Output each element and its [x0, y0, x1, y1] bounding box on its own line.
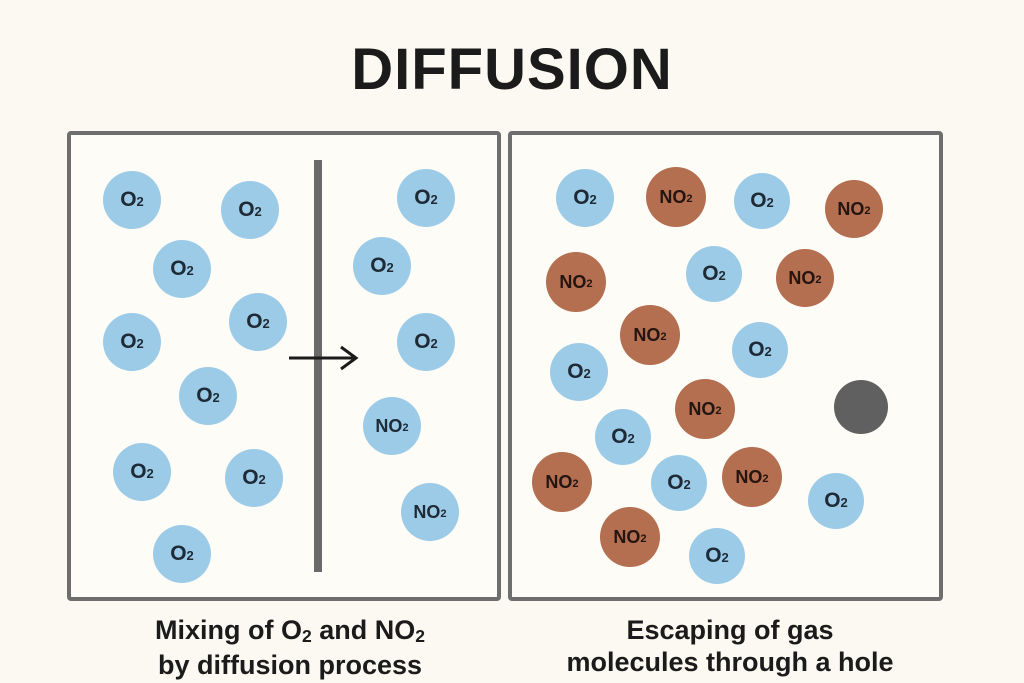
mixing-caption: Mixing of O2 and NO2 by diffusion proces… — [154, 615, 426, 680]
effusion-caption: Escaping of gas molecules through a hole — [566, 615, 894, 677]
diagram-title: DIFFUSION — [351, 37, 673, 102]
partition-barrier — [314, 160, 322, 572]
arrow-right-icon — [289, 345, 359, 371]
escape-hole — [834, 380, 888, 434]
